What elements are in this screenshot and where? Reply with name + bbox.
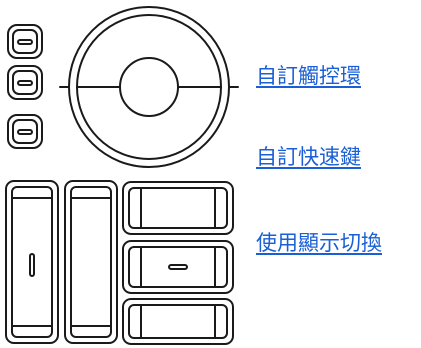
customize-express-keys-link[interactable]: 自訂快速鍵 <box>256 145 361 169</box>
express-key-top-3[interactable] <box>7 114 43 149</box>
ring-outer-edge <box>68 6 230 168</box>
express-key-tall-left[interactable] <box>5 180 59 344</box>
express-key-tall-right[interactable] <box>64 180 118 344</box>
touch-ring[interactable] <box>59 6 239 168</box>
ring-center-button[interactable] <box>119 57 179 117</box>
express-key-top-1[interactable] <box>7 24 43 59</box>
use-display-toggle-link[interactable]: 使用顯示切換 <box>256 231 382 255</box>
express-key-wide-1[interactable] <box>122 181 234 235</box>
express-key-wide-2[interactable] <box>122 240 234 294</box>
express-key-wide-3[interactable] <box>122 298 234 345</box>
express-key-top-2[interactable] <box>7 65 43 100</box>
customize-touch-ring-link[interactable]: 自訂觸控環 <box>256 64 361 88</box>
